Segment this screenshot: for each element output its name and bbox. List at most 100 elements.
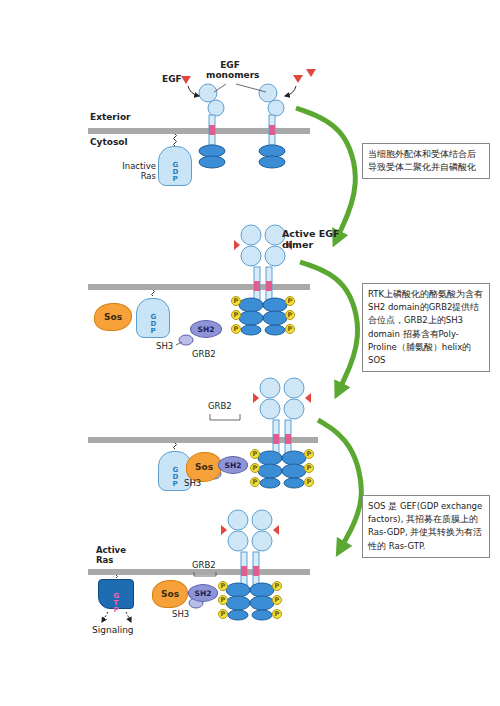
receptor-lobe bbox=[241, 246, 261, 266]
node-text: 当细胞外配体和受体结合后导致受体二聚化并自磷酸化 bbox=[368, 149, 476, 172]
receptor-lobe bbox=[208, 100, 224, 116]
node-text: P bbox=[221, 583, 226, 590]
side-label: Exterior bbox=[90, 112, 150, 122]
node-text: P bbox=[307, 465, 312, 472]
phosphate-circle: P bbox=[250, 463, 260, 473]
kinase-domain bbox=[265, 325, 285, 335]
active-ras: GTP bbox=[98, 579, 134, 609]
receptor-stalk bbox=[254, 267, 260, 303]
node-text: SH2 bbox=[195, 589, 212, 598]
node-text: P bbox=[253, 465, 258, 472]
protein-label: GRB2 bbox=[192, 561, 226, 571]
protein-label: GRB2 bbox=[208, 402, 242, 412]
egf-ligand bbox=[305, 393, 311, 403]
kinase-domain bbox=[252, 610, 272, 620]
node-text: P bbox=[253, 451, 258, 458]
node-text: P bbox=[253, 479, 258, 486]
receptor-lobe bbox=[252, 510, 272, 530]
receptor-stalk bbox=[253, 552, 259, 588]
node-text: P bbox=[234, 312, 239, 319]
egf-ligand bbox=[181, 76, 191, 84]
sos-protein: Sos bbox=[94, 303, 132, 331]
grb2-bracket bbox=[194, 572, 216, 576]
kinase-domain bbox=[226, 583, 250, 597]
receptor-lobe bbox=[259, 84, 277, 102]
ligand-label: EGF monomers bbox=[206, 60, 254, 81]
node-text: P bbox=[288, 312, 293, 319]
step-arrow bbox=[296, 108, 355, 236]
node-text: P bbox=[307, 451, 312, 458]
receptor-lobe bbox=[241, 225, 261, 245]
phosphate-circle: P bbox=[304, 463, 314, 473]
phosphate-circle: P bbox=[285, 296, 295, 306]
sh3-domain bbox=[179, 335, 193, 345]
node-text: P bbox=[234, 298, 239, 305]
side-label: Cytosol bbox=[90, 137, 150, 147]
kinase-domain bbox=[260, 478, 280, 488]
plasma-membrane bbox=[88, 437, 318, 443]
domain-label: SH3 bbox=[172, 610, 196, 620]
phosphate-circle: P bbox=[272, 609, 282, 619]
receptor-lobe bbox=[252, 531, 272, 551]
kinase-domain bbox=[199, 156, 225, 168]
sh2-domain: SH2 bbox=[190, 320, 222, 338]
kinase-domain bbox=[250, 596, 274, 610]
receptor-lobe bbox=[284, 399, 304, 419]
receptor-stalk bbox=[241, 552, 247, 588]
phosphate-circle: P bbox=[231, 296, 241, 306]
transmembrane-segment bbox=[269, 125, 275, 135]
phosphate-circle: P bbox=[272, 581, 282, 591]
egf-ligand bbox=[293, 75, 303, 83]
phosphate-circle: P bbox=[231, 310, 241, 320]
node-text: P bbox=[275, 611, 280, 618]
transmembrane-segment bbox=[266, 281, 272, 291]
node-text: GTP bbox=[114, 593, 119, 614]
kinase-domain bbox=[282, 464, 306, 478]
node-text: GDP bbox=[173, 162, 178, 183]
node-text: P bbox=[288, 326, 293, 333]
binding-arrow bbox=[285, 86, 296, 96]
node-text: SOS 是 GEF(GDP exchange factors), 其招募在质膜上… bbox=[368, 501, 482, 551]
node-text: P bbox=[288, 298, 293, 305]
kinase-domain bbox=[284, 478, 304, 488]
receptor-stalk bbox=[209, 115, 215, 145]
lipid-anchor bbox=[116, 575, 118, 578]
kinase-domain bbox=[239, 298, 263, 312]
output-label: Signaling bbox=[92, 625, 152, 635]
receptor-stalk bbox=[266, 267, 272, 303]
kinase-domain bbox=[258, 451, 282, 465]
kinase-domain bbox=[199, 145, 225, 157]
domain-label: SH3 bbox=[184, 479, 208, 489]
receptor-lobe bbox=[199, 84, 217, 102]
node-text: P bbox=[307, 479, 312, 486]
callout-box: RTK上磷酸化的酪氨酸为含有SH2 domain的GRB2提供结合位点，GRB2… bbox=[362, 283, 490, 372]
transmembrane-segment bbox=[273, 434, 279, 444]
signal-arrow bbox=[126, 612, 131, 622]
phosphate-circle: P bbox=[304, 477, 314, 487]
node-text: P bbox=[234, 326, 239, 333]
kinase-domain bbox=[228, 610, 248, 620]
sos-protein: Sos bbox=[186, 452, 222, 482]
sh2-domain: SH2 bbox=[188, 584, 218, 602]
node-text: P bbox=[221, 611, 226, 618]
receptor-lobe bbox=[284, 378, 304, 398]
phosphate-circle: P bbox=[231, 324, 241, 334]
egf-ligand bbox=[253, 393, 259, 403]
node-text: SH2 bbox=[198, 325, 215, 334]
egf-ligand bbox=[306, 69, 316, 77]
kinase-domain bbox=[239, 311, 263, 325]
kinase-domain bbox=[241, 325, 261, 335]
node-text: Sos bbox=[104, 312, 122, 322]
node-text: GDP bbox=[173, 467, 178, 488]
receptor-lobe bbox=[268, 100, 284, 116]
kinase-domain bbox=[259, 156, 285, 168]
lipid-anchor bbox=[174, 134, 177, 146]
ras-protein: GDP bbox=[136, 298, 170, 338]
egf-ligand bbox=[221, 525, 227, 535]
kinase-domain bbox=[263, 311, 287, 325]
receptor-stalk bbox=[285, 420, 291, 456]
leader-line bbox=[214, 84, 266, 92]
transmembrane-segment bbox=[253, 566, 259, 576]
step-arrow bbox=[318, 420, 361, 546]
node-text: Sos bbox=[195, 462, 213, 472]
